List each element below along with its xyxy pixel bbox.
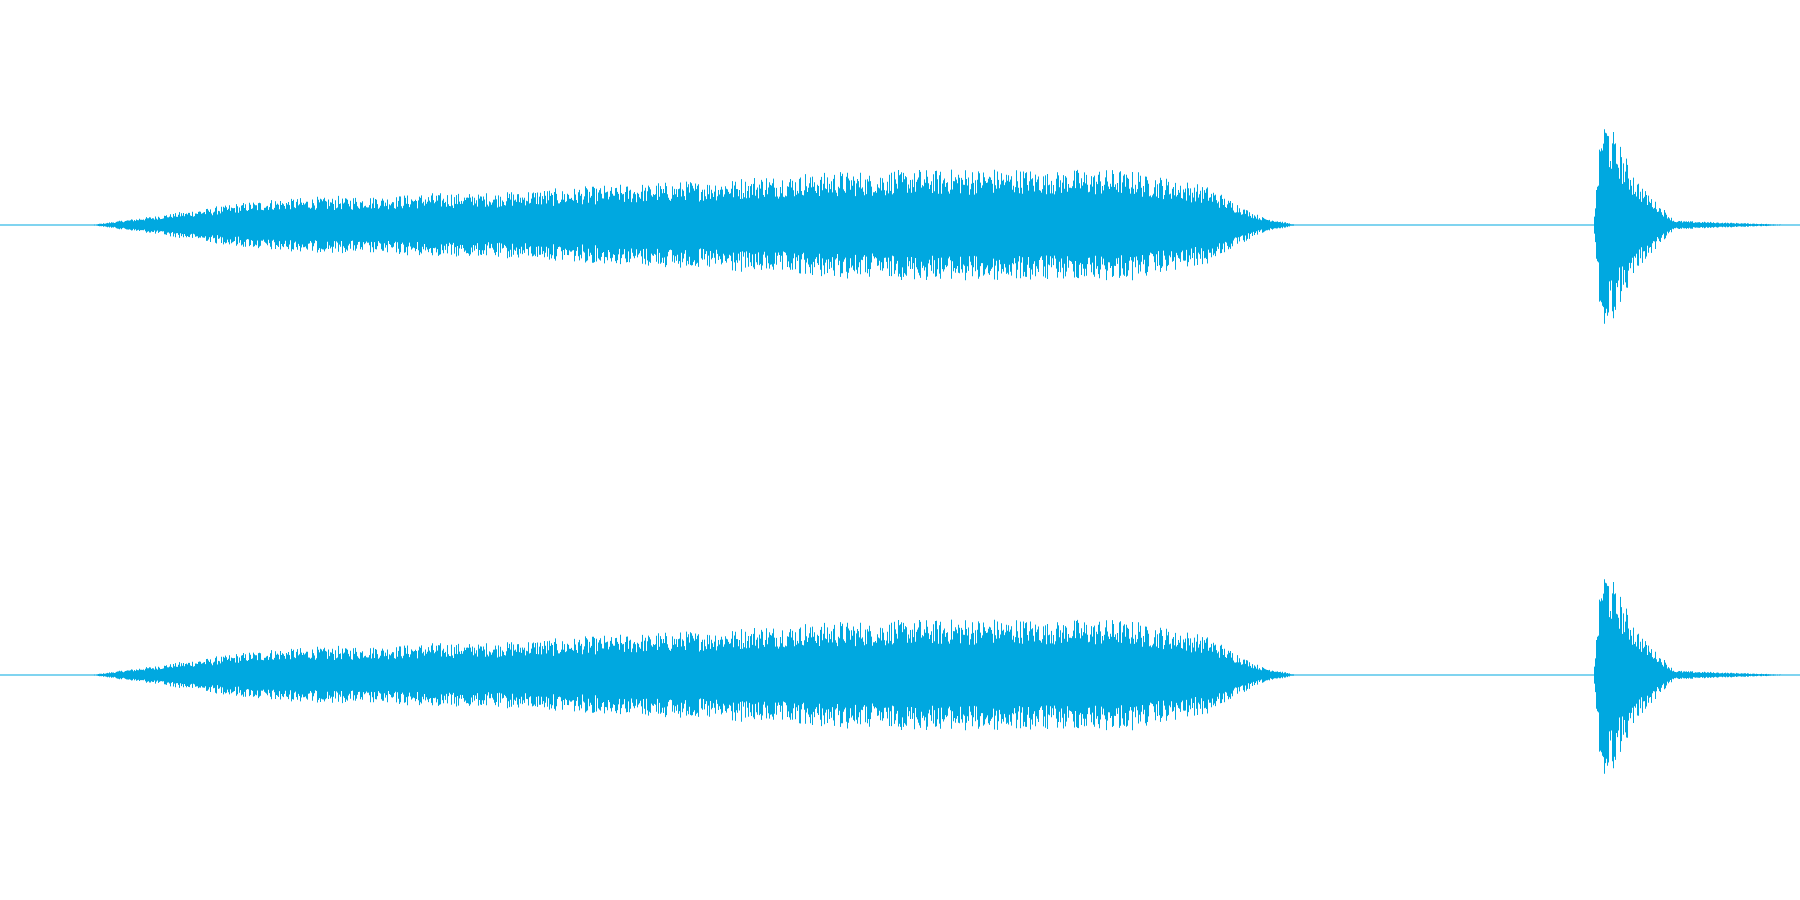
- waveform-channel-right[interactable]: [0, 450, 1800, 900]
- waveform-left-signal: [94, 129, 1782, 324]
- waveform-right-svg: [0, 579, 1800, 774]
- waveform-left-svg: [0, 129, 1800, 324]
- waveform-right-signal: [94, 579, 1782, 774]
- waveform-channel-left[interactable]: [0, 0, 1800, 450]
